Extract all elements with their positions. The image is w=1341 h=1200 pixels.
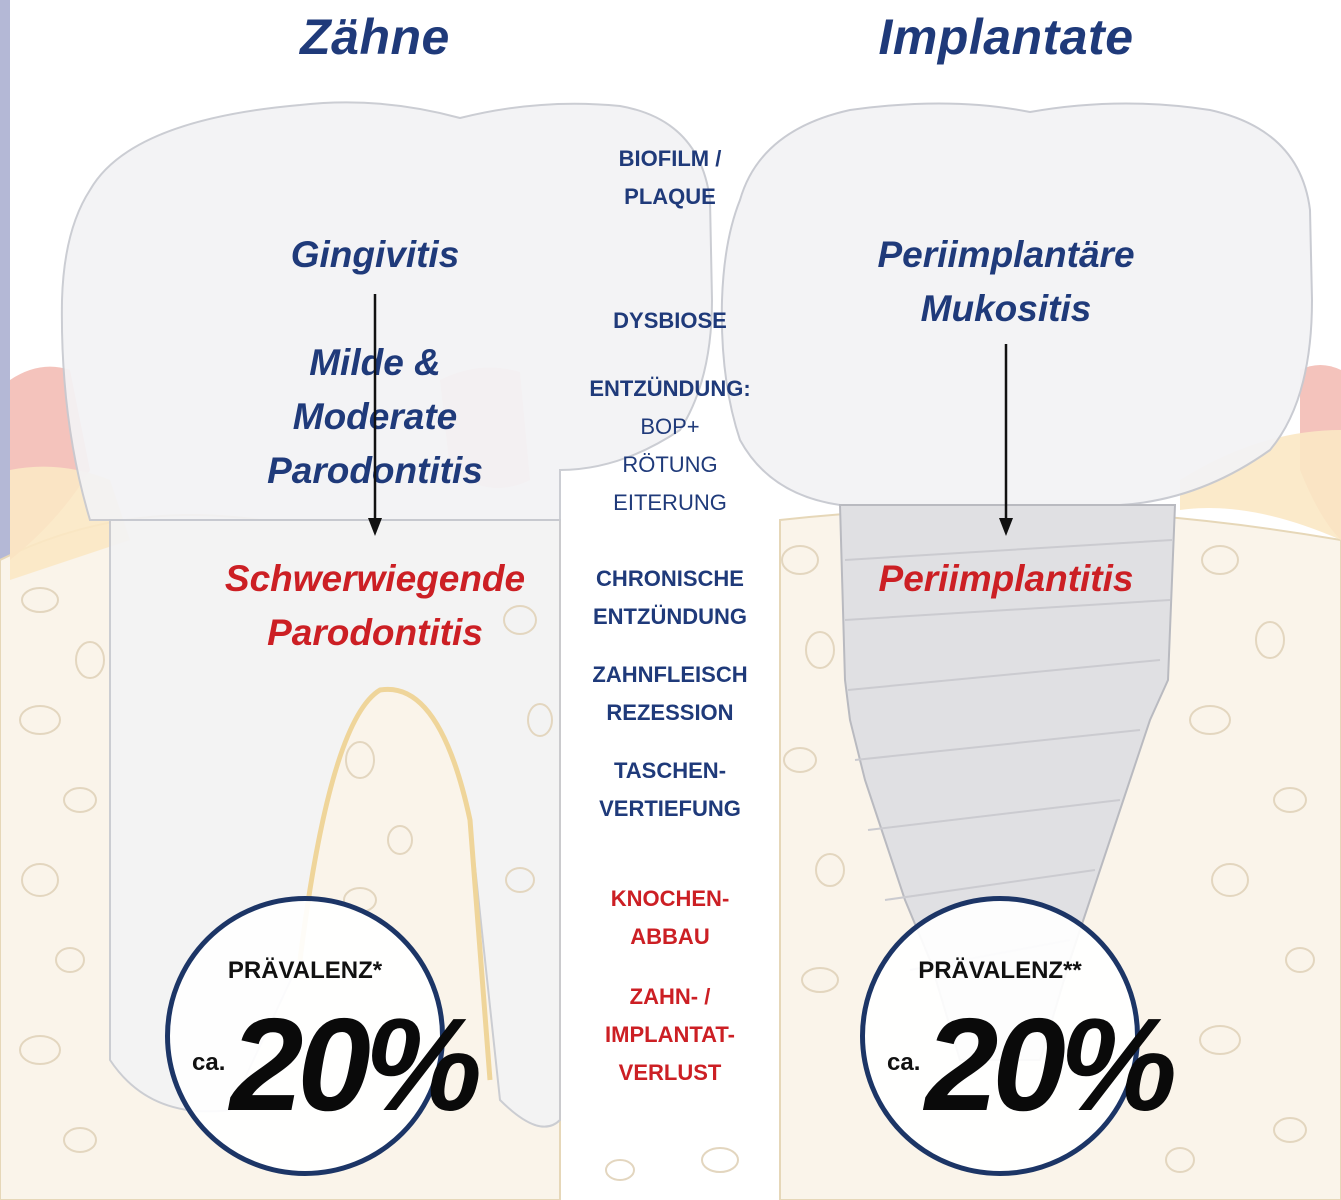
root-canal-outline: [297, 686, 493, 1081]
chronic-line-2: ENTZÜNDUNG: [593, 604, 747, 629]
gum-line-2: REZESSION: [606, 700, 734, 725]
pocket-line-2: VERTIEFUNG: [599, 796, 741, 821]
tooth-crown: [60, 101, 714, 521]
implant-crown: [720, 102, 1314, 506]
chronic-line-1: CHRONISCHE: [596, 566, 744, 591]
prevalence-implants-value: 20%: [925, 991, 1177, 1138]
periimplantitis-text: Periimplantitis: [878, 558, 1134, 599]
inflammation-redness: RÖTUNG: [622, 452, 718, 477]
prevalence-teeth-circle: PRÄVALENZ* ca. 20%: [165, 896, 482, 1176]
label-gingivitis: Gingivitis: [175, 228, 575, 282]
prevalence-implants-circle: PRÄVALENZ** ca. 20%: [860, 896, 1177, 1176]
severe-line-2: Parodontitis: [267, 612, 483, 653]
bone-texture: [19, 545, 1315, 1181]
arrow-teeth-progression: [368, 294, 382, 536]
mid-tooth-implant-loss: ZAHN- / IMPLANTAT- VERLUST: [570, 978, 770, 1092]
mid-dysbiose: DYSBIOSE: [570, 302, 770, 340]
prevalence-implants-prefix: ca.: [887, 1049, 921, 1076]
gingivitis-text: Gingivitis: [290, 234, 460, 275]
mid-chronic-inflammation: CHRONISCHE ENTZÜNDUNG: [570, 560, 770, 636]
loss-line-3: VERLUST: [618, 1060, 722, 1085]
label-periimplant-mucositis: Periimplantäre Mukositis: [806, 228, 1206, 336]
dysbiose-text: DYSBIOSE: [613, 308, 727, 333]
mid-biofilm: BIOFILM / PLAQUE: [570, 140, 770, 216]
mid-bone-loss: KNOCHEN- ABBAU: [570, 880, 770, 956]
loss-line-2: IMPLANTAT-: [605, 1022, 735, 1047]
loss-line-1: ZAHN- /: [629, 984, 711, 1009]
bone-line-1: KNOCHEN-: [610, 886, 730, 911]
title-implants: Implantate: [878, 9, 1134, 65]
biofilm-line-1: BIOFILM /: [618, 146, 722, 171]
biofilm-line-2: PLAQUE: [624, 184, 716, 209]
severe-line-1: Schwerwiegende: [224, 558, 526, 599]
mucositis-line-2: Mukositis: [920, 288, 1092, 329]
inflammation-bop: BOP+: [640, 414, 700, 439]
label-periimplantitis: Periimplantitis: [806, 552, 1206, 606]
gum-right-yellow: [1180, 430, 1341, 540]
prevalence-teeth-label: PRÄVALENZ*: [227, 957, 383, 984]
inflammation-suppuration: EITERUNG: [613, 490, 727, 515]
mid-inflammation: ENTZÜNDUNG: BOP+ RÖTUNG EITERUNG: [570, 370, 770, 522]
mid-pocket-deepening: TASCHEN- VERTIEFUNG: [570, 752, 770, 828]
arrow-implant-progression: [999, 344, 1013, 536]
gum-line-1: ZAHNFLEISCH: [592, 662, 748, 687]
mucositis-line-1: Periimplantäre: [877, 234, 1135, 275]
title-teeth: Zähne: [300, 9, 450, 65]
bone-line-2: ABBAU: [630, 924, 710, 949]
prevalence-teeth-value: 20%: [230, 991, 482, 1138]
prevalence-teeth-prefix: ca.: [192, 1049, 226, 1076]
mid-gum-recession: ZAHNFLEISCH REZESSION: [570, 656, 770, 732]
label-severe-parodontitis: Schwerwiegende Parodontitis: [175, 552, 575, 660]
pocket-line-1: TASCHEN-: [613, 758, 727, 783]
inflammation-heading: ENTZÜNDUNG:: [589, 376, 751, 401]
prevalence-implants-label: PRÄVALENZ**: [918, 957, 1082, 984]
